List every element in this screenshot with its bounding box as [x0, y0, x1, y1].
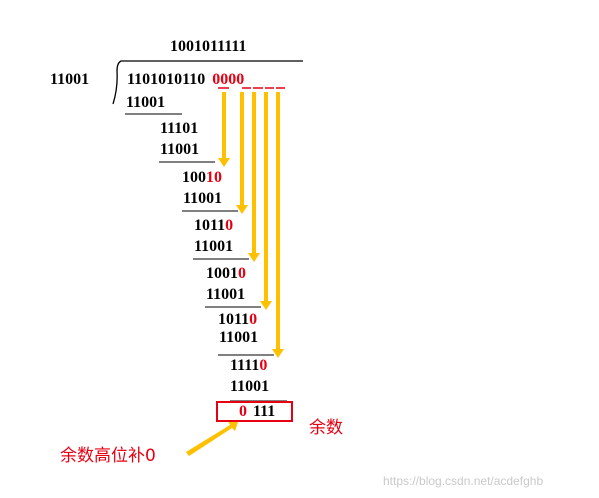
remainder-box	[216, 401, 293, 422]
divisor: 11001	[50, 71, 90, 88]
bring-down-arrow	[272, 92, 284, 358]
step-3-upper: 10110	[194, 217, 234, 234]
bring-down-arrow	[260, 92, 272, 310]
remainder: 0 111	[239, 402, 275, 422]
dividend-appended-zeros: 0000	[212, 71, 245, 88]
watermark: https://blog.csdn.net/acdefghb	[383, 474, 544, 488]
step-4-upper: 10010	[206, 265, 246, 282]
step-1-divisor: 11001	[126, 94, 166, 111]
pad-note-arrow	[186, 421, 238, 456]
step-6-divisor: 11001	[219, 329, 259, 346]
step-1-upper: 11101	[160, 120, 199, 137]
bring-down-arrow	[218, 92, 230, 167]
remainder-bits: 111	[253, 403, 276, 420]
remainder-label: 余数	[309, 418, 343, 438]
pad-note-label: 余数高位补0	[60, 446, 156, 466]
step-5-divisor: 11001	[206, 286, 246, 303]
bring-down-arrow	[248, 92, 260, 262]
step-3-divisor: 11001	[183, 190, 223, 207]
step-5-upper: 10110	[218, 311, 258, 328]
step-2-divisor: 11001	[160, 141, 200, 158]
quotient: 1001011111	[170, 38, 247, 55]
dividend: 1101010110 0000	[127, 70, 244, 90]
dividend-data-bits: 1101010110	[127, 71, 206, 88]
step-2-upper: 10010	[182, 169, 222, 186]
remainder-padded-zero: 0	[239, 403, 247, 420]
final-divisor: 11001	[230, 378, 270, 395]
division-bracket	[112, 60, 303, 105]
step-6-upper: 11110	[230, 357, 268, 374]
bring-down-arrow	[236, 92, 248, 214]
step-4-divisor: 11001	[194, 238, 234, 255]
